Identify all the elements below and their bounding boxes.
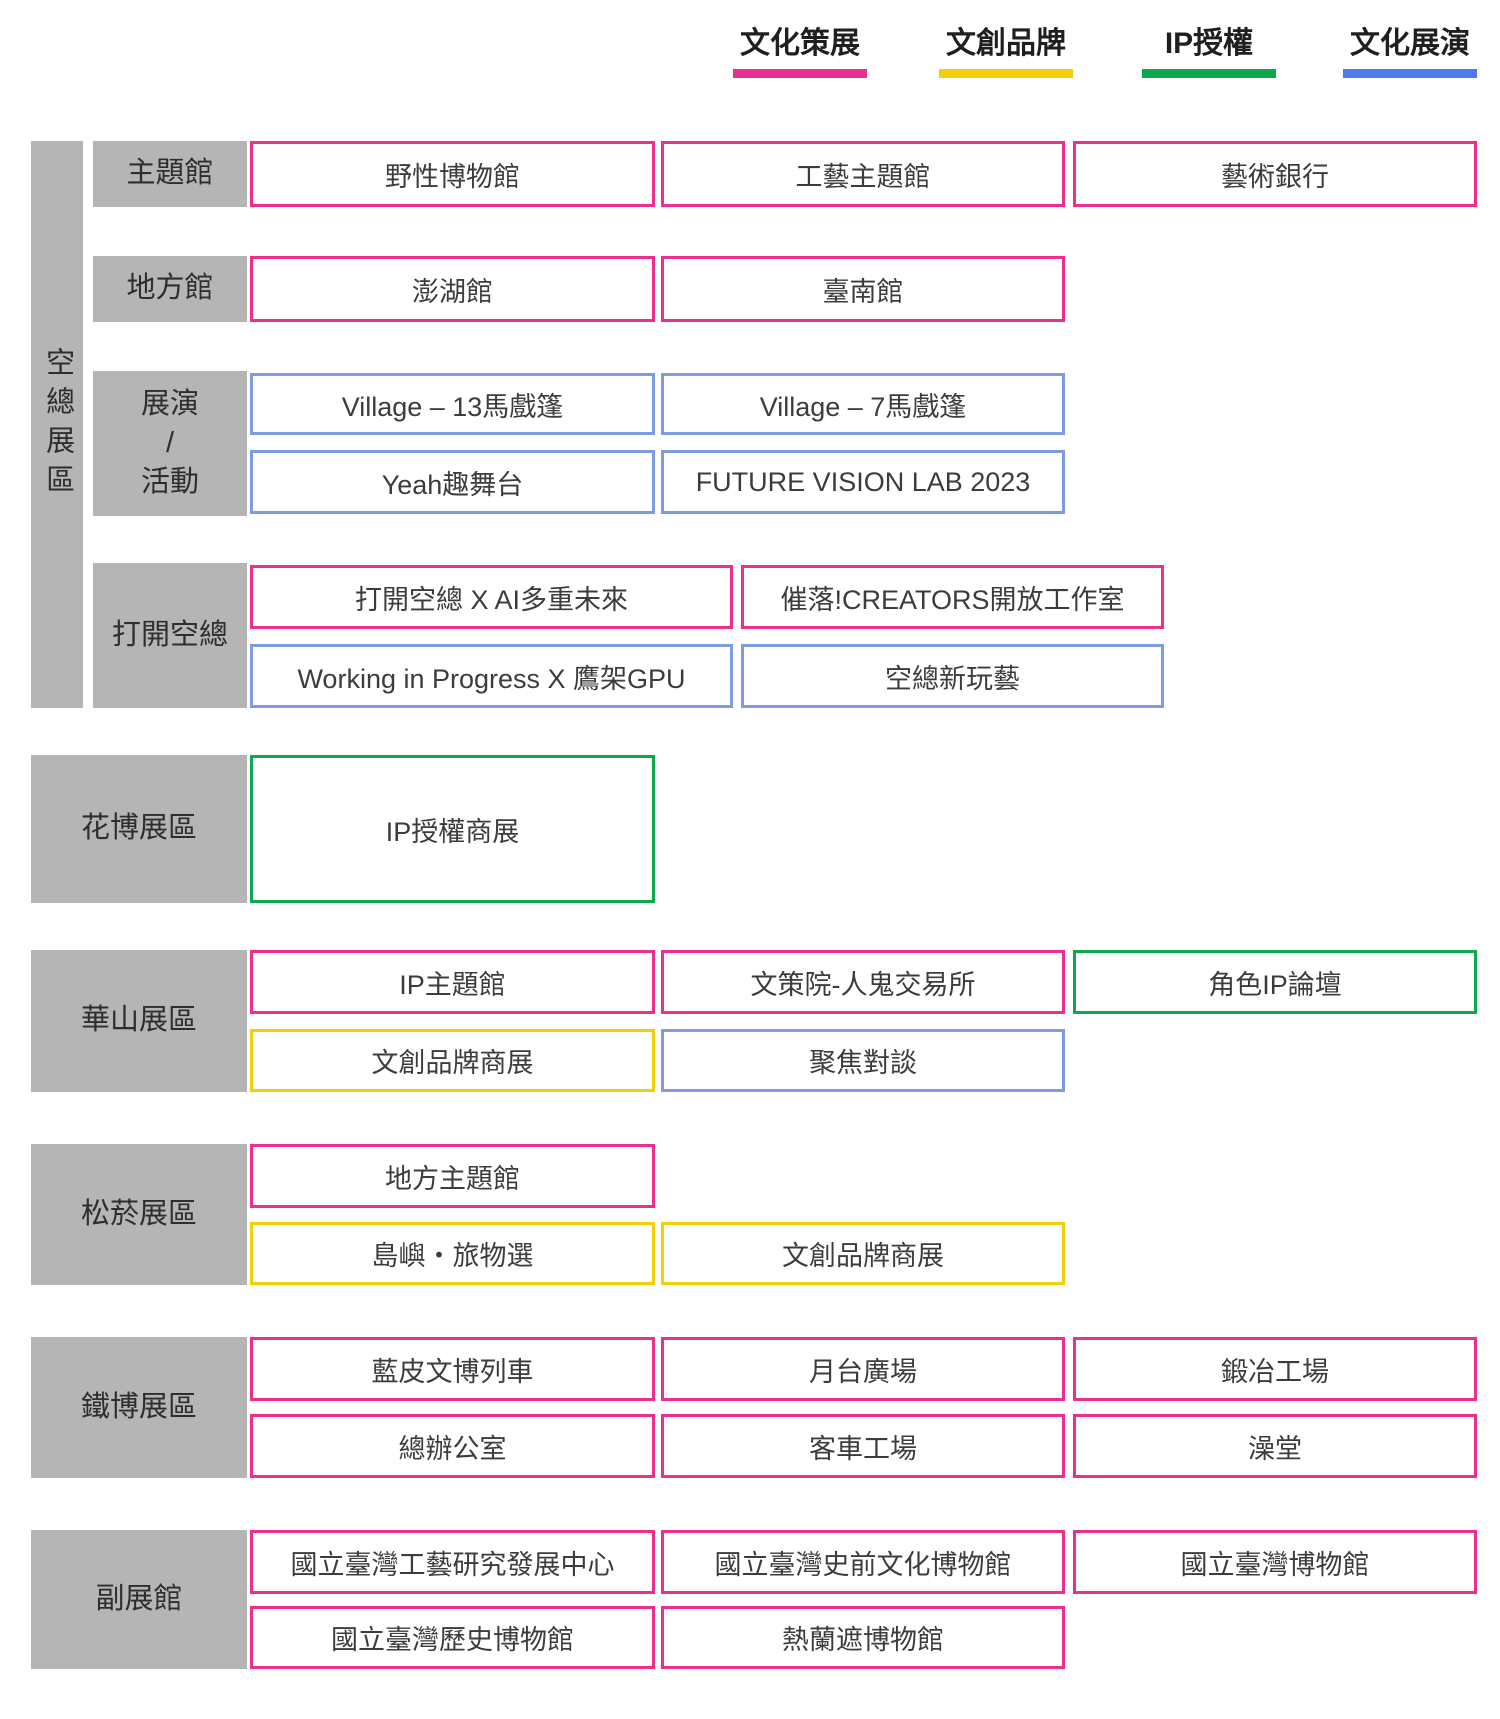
exhibit-box: 工藝主題館 <box>661 141 1065 207</box>
exhibit-box: 澎湖館 <box>250 256 655 322</box>
zone-label-tiebo: 鐵博展區 <box>31 1337 247 1478</box>
exhibit-box: 角色IP論壇 <box>1073 950 1477 1014</box>
exhibit-box: Yeah趣舞台 <box>250 450 655 514</box>
group-label-theme-pavilion: 主題館 <box>93 141 247 207</box>
exhibit-box: 國立臺灣歷史博物館 <box>250 1606 655 1669</box>
exhibit-box: 澡堂 <box>1073 1414 1477 1478</box>
exhibit-box: 地方主題館 <box>250 1144 655 1208</box>
legend-item-performance: 文化展演 <box>1343 18 1477 78</box>
exhibit-box: 臺南館 <box>661 256 1065 322</box>
exhibit-box: 文策院-人鬼交易所 <box>661 950 1065 1014</box>
exhibit-box: 野性博物館 <box>250 141 655 207</box>
exhibit-box: 文創品牌商展 <box>250 1029 655 1092</box>
exhibit-box: IP主題館 <box>250 950 655 1014</box>
legend-color-bar <box>1343 69 1477 78</box>
exhibit-box: IP授權商展 <box>250 755 655 903</box>
zone-label-songyan: 松菸展區 <box>31 1144 247 1285</box>
legend-label: 文創品牌 <box>946 27 1066 60</box>
exhibit-box: 催落!CREATORS開放工作室 <box>741 565 1164 629</box>
zone-label-huabo: 花博展區 <box>31 755 247 903</box>
legend-label: 文化策展 <box>740 27 860 60</box>
zone-label-fuzhanguan: 副展館 <box>31 1530 247 1669</box>
exhibit-box: 國立臺灣博物館 <box>1073 1530 1477 1594</box>
legend-item-brand: 文創品牌 <box>939 18 1073 78</box>
legend-label: 文化展演 <box>1350 27 1470 60</box>
legend-item-ip-licensing: IP授權 <box>1142 18 1276 78</box>
exhibit-box: 月台廣場 <box>661 1337 1065 1401</box>
exhibit-box: 藝術銀行 <box>1073 141 1477 207</box>
exhibit-box: 客車工場 <box>661 1414 1065 1478</box>
exhibit-box: 島嶼・旅物選 <box>250 1222 655 1285</box>
exhibit-box: Working in Progress X 鷹架GPU <box>250 644 733 708</box>
group-label-local-pavilion: 地方館 <box>93 256 247 322</box>
group-label-performance-events: 展演 / 活動 <box>93 371 247 516</box>
exhibit-box: 空總新玩藝 <box>741 644 1164 708</box>
exhibit-box: 國立臺灣史前文化博物館 <box>661 1530 1065 1594</box>
exhibit-box: 藍皮文博列車 <box>250 1337 655 1401</box>
exhibit-box: Village – 13馬戲篷 <box>250 373 655 435</box>
exhibit-box: Village – 7馬戲篷 <box>661 373 1065 435</box>
zone-label-huashan: 華山展區 <box>31 950 247 1092</box>
exhibit-box: 文創品牌商展 <box>661 1222 1065 1285</box>
exhibit-box: 熱蘭遮博物館 <box>661 1606 1065 1669</box>
exhibit-box: FUTURE VISION LAB 2023 <box>661 450 1065 514</box>
legend-label: IP授權 <box>1164 27 1254 60</box>
exhibit-box: 國立臺灣工藝研究發展中心 <box>250 1530 655 1594</box>
legend-color-bar <box>1142 69 1276 78</box>
group-label-open-taicc: 打開空總 <box>93 563 247 708</box>
exhibit-box: 打開空總 X AI多重未來 <box>250 565 733 629</box>
exhibit-box: 聚焦對談 <box>661 1029 1065 1092</box>
legend-color-bar <box>939 69 1073 78</box>
legend-color-bar <box>733 69 867 78</box>
legend-item-curation: 文化策展 <box>733 18 867 78</box>
exhibit-box: 總辦公室 <box>250 1414 655 1478</box>
zone-label-kongzong: 空總展區 <box>31 141 83 708</box>
exhibit-box: 鍛冶工場 <box>1073 1337 1477 1401</box>
